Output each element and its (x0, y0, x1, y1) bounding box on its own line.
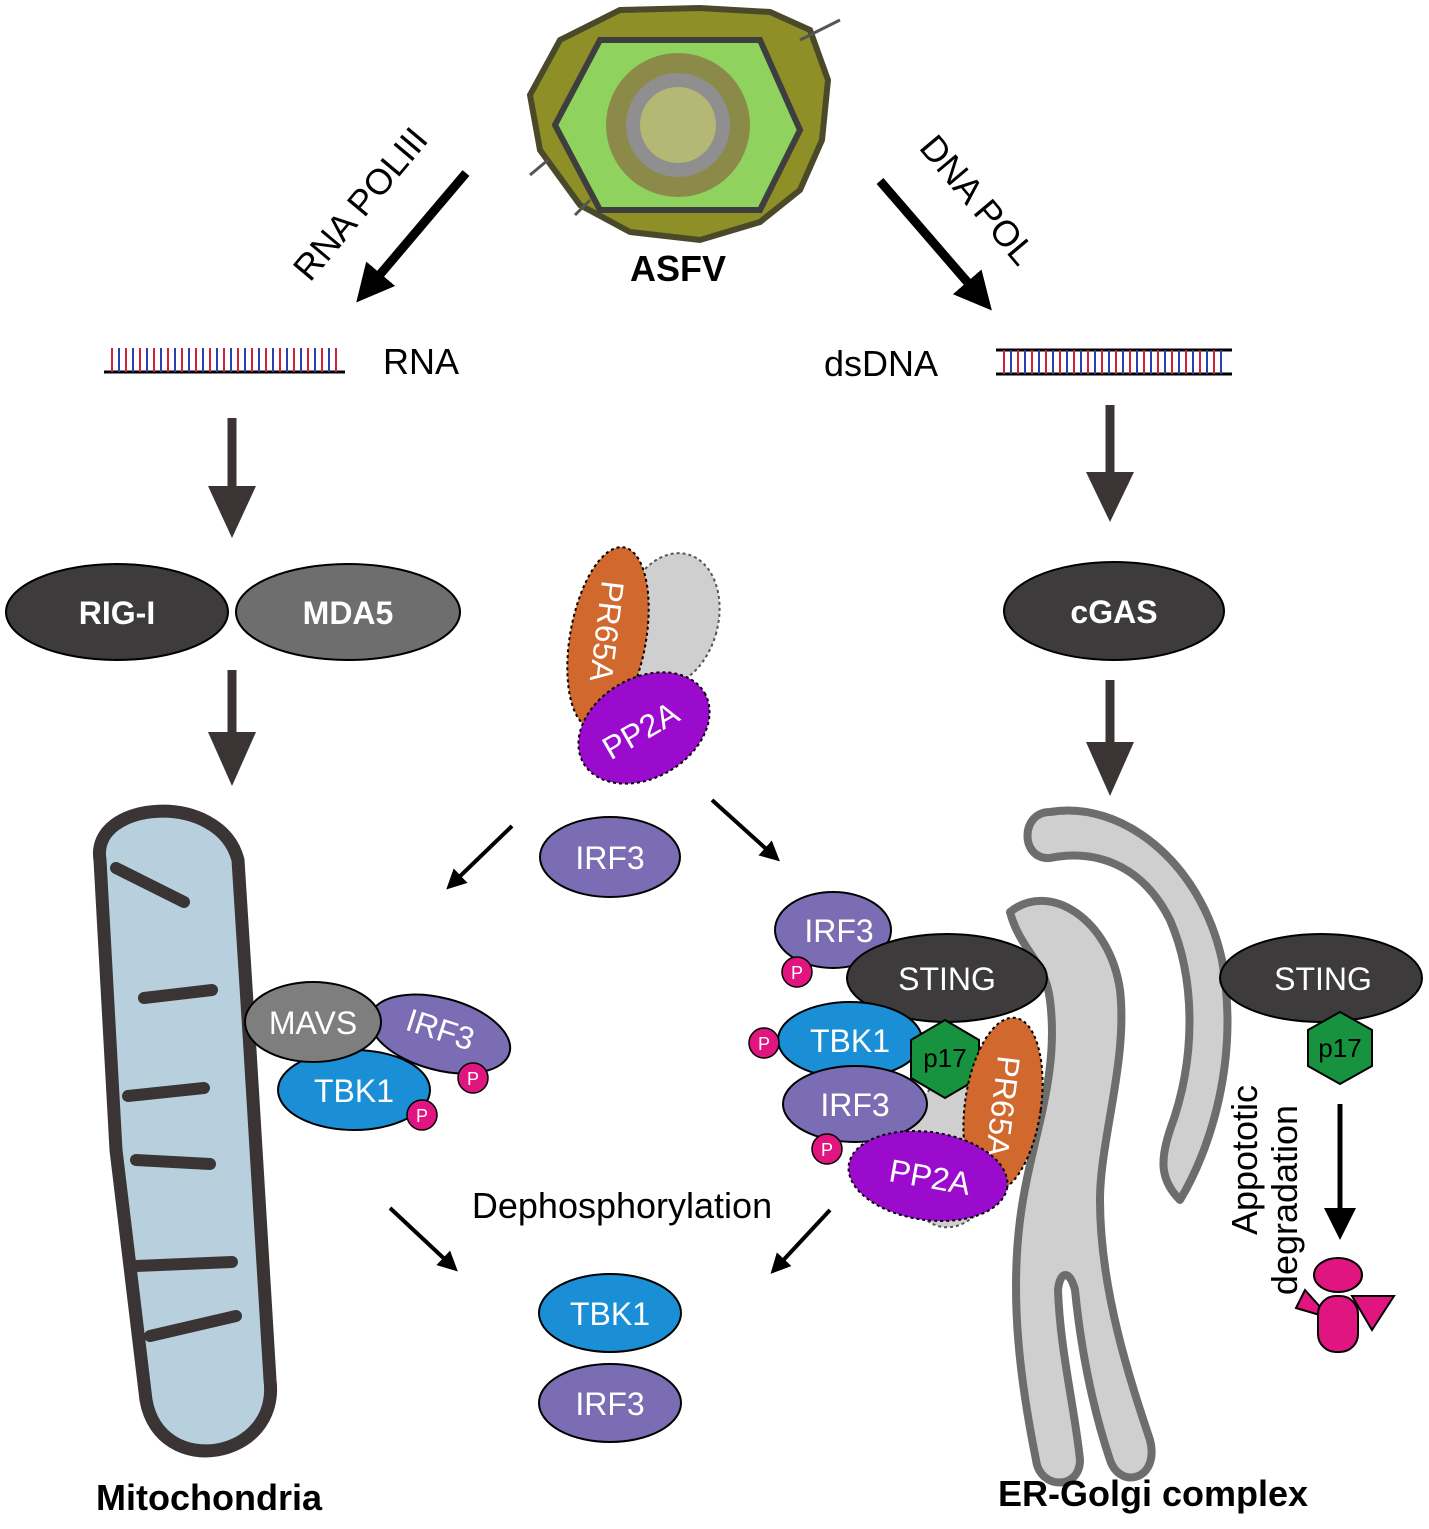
apoptotic-label: Appototic (1224, 1085, 1265, 1235)
asfv-label: ASFV (630, 248, 726, 289)
irf3-free-ellipse (538, 1363, 682, 1443)
phospho-label: P (821, 1140, 833, 1160)
er-golgi-icon (1006, 806, 1232, 1487)
phospho-badge (457, 1062, 489, 1094)
phospho-badge (781, 956, 813, 988)
arrow-dna-to-cgas (1086, 405, 1134, 522)
asfv-virus-icon (526, 4, 841, 244)
p17-right-hexagon (1307, 1010, 1373, 1086)
arrow-to-mito-complex (446, 824, 514, 890)
rig-i-ellipse (5, 563, 229, 661)
tbk1-mito-label: TBK1 (314, 1073, 394, 1109)
pp2a-complex: PR65A PP2A (566, 546, 721, 785)
phospho-badge (406, 1099, 438, 1131)
cgas-label: cGAS (1070, 594, 1157, 630)
irf3-sting-mid-ellipse (782, 1065, 928, 1143)
arrow-rigi-to-mito (208, 670, 256, 786)
mda5-ellipse (235, 563, 461, 661)
phospho-badge (748, 1027, 780, 1059)
p17-hexagon (910, 1018, 980, 1100)
irf3-center-ellipse (539, 816, 681, 898)
irf3-sting-top-ellipse (774, 891, 892, 969)
mitochondria-icon (93, 804, 277, 1458)
arrow-to-degradation (1324, 1104, 1356, 1240)
arrow-rna-to-rigi (208, 418, 256, 538)
arrow-to-sting-complex (710, 798, 780, 862)
mavs-label: MAVS (269, 1005, 357, 1041)
irf3-center-label: IRF3 (575, 840, 644, 876)
rna-pol-label: RNA POLIII (285, 119, 436, 288)
mitochondria-label: Mitochondria (96, 1477, 323, 1518)
phospho-label: P (416, 1106, 428, 1126)
dna-pol-label: DNA POL (912, 127, 1044, 273)
dna-pol-arrow (876, 178, 992, 311)
degradation-fragments-icon (1294, 1257, 1396, 1353)
rig-i-label: RIG-I (79, 595, 155, 631)
dsdna-label: dsDNA (824, 343, 938, 384)
sting-left-label: STING (898, 961, 996, 997)
rna-strand-icon (104, 348, 345, 374)
sting-complex: IRF3 STING P TBK1 P p17 PR65A IRF3 P PP2… (748, 891, 1048, 1229)
phospho-badge (811, 1133, 843, 1165)
er-golgi-label: ER-Golgi complex (998, 1473, 1308, 1514)
tbk1-free-label: TBK1 (570, 1296, 650, 1332)
p17-left-label: p17 (923, 1043, 966, 1073)
phospho-label: P (467, 1069, 479, 1089)
mda5-label: MDA5 (303, 595, 394, 631)
irf3-sting-mid-label: IRF3 (820, 1087, 889, 1123)
irf3-free-label: IRF3 (575, 1386, 644, 1422)
pp2a-sting-ellipse (847, 1130, 1009, 1222)
phospho-label: P (791, 963, 803, 983)
dephosphorylation-label: Dephosphorylation (472, 1185, 772, 1226)
phospho-label: P (758, 1034, 770, 1054)
arrow-sting-to-dephos (770, 1208, 832, 1274)
sting-right-label: STING (1274, 961, 1372, 997)
mavs-ellipse (244, 981, 382, 1063)
arrow-cgas-to-golgi (1086, 680, 1134, 796)
degradation-label: degradation (1264, 1105, 1305, 1295)
cgas-ellipse (1003, 561, 1225, 661)
tbk1-free-ellipse (538, 1273, 682, 1353)
mavs-complex: IRF3 TBK1 MAVS P P (244, 981, 512, 1131)
pp2a-ellipse (577, 671, 711, 785)
irf3-sting-top-label: IRF3 (804, 913, 873, 949)
dsdna-strand-icon (996, 348, 1232, 376)
tbk1-sting-label: TBK1 (810, 1023, 890, 1059)
arrow-mito-to-dephos (388, 1206, 458, 1272)
p17-right-label: p17 (1318, 1033, 1361, 1063)
rna-label: RNA (383, 341, 459, 382)
rna-pol-arrow (356, 170, 470, 303)
